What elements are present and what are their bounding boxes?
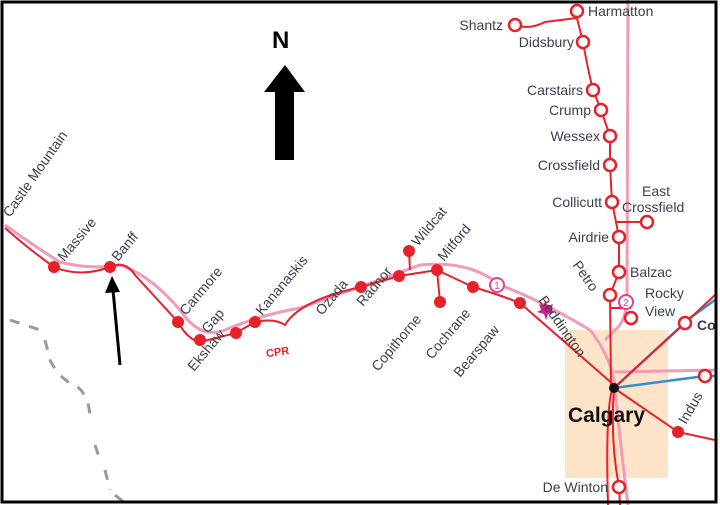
maple-leaf-icon	[537, 300, 555, 320]
station-filled	[434, 296, 446, 308]
station-open	[602, 287, 618, 303]
station-label: Harmatton	[588, 3, 653, 19]
station-label: Castle Mountain	[0, 128, 70, 220]
station-open	[575, 34, 591, 50]
station-label: Massive	[54, 214, 99, 264]
station-filled	[672, 426, 684, 438]
open-stations	[507, 3, 713, 495]
station-label: Carstairs	[527, 82, 583, 98]
station-label: Ozada	[312, 276, 351, 318]
station-open	[611, 229, 627, 245]
north-label: N	[272, 27, 289, 54]
station-label: View	[645, 303, 676, 319]
station-label: Didsbury	[519, 34, 574, 50]
station-open	[639, 214, 655, 230]
city-label: Calgary	[568, 404, 645, 427]
highway-west	[4, 223, 617, 386]
station-filled	[514, 297, 526, 309]
svg-text:1: 1	[494, 281, 500, 292]
svg-text:2: 2	[623, 298, 629, 309]
station-label: Mitford	[434, 221, 474, 264]
station-filled	[393, 270, 405, 282]
station-open	[602, 128, 618, 144]
station-filled	[194, 334, 206, 346]
station-open	[585, 82, 601, 98]
station-filled	[230, 327, 242, 339]
station-label: Petro	[570, 258, 602, 295]
rail-label: CPR	[265, 345, 290, 360]
station-filled	[104, 261, 116, 273]
station-label: Collicutt	[552, 194, 602, 210]
route-marker-2: 2	[618, 294, 634, 310]
station-label: Balzac	[630, 264, 672, 280]
station-label: Wessex	[550, 128, 600, 144]
filled-stations	[48, 245, 684, 438]
station-label: Airdrie	[569, 229, 610, 245]
route-marker-1: 1	[489, 277, 505, 293]
pointer-arrow-icon	[111, 289, 122, 366]
station-label: Shantz	[459, 17, 503, 33]
calgary-hub	[609, 383, 619, 393]
station-open	[602, 157, 618, 173]
station-label: De Winton	[543, 479, 608, 495]
station-filled	[403, 245, 415, 257]
station-label: East	[642, 183, 670, 199]
station-open	[604, 194, 620, 210]
station-open	[611, 264, 627, 280]
station-label: Crossfield	[622, 199, 684, 215]
station-label: Crump	[549, 102, 591, 118]
station-label: Indus	[675, 389, 706, 427]
station-open	[623, 310, 639, 326]
station-label: Rocky	[645, 285, 684, 301]
station-open	[611, 479, 627, 495]
station-filled	[431, 264, 443, 276]
station-filled	[467, 281, 479, 293]
station-label: Crossfield	[538, 157, 600, 173]
station-open	[507, 17, 523, 33]
station-filled	[355, 281, 367, 293]
station-label: Copithorne	[368, 311, 424, 374]
station-filled	[48, 261, 60, 273]
north-arrow-icon	[264, 65, 305, 160]
station-open	[677, 315, 693, 331]
boundary-line	[9, 318, 126, 505]
station-open	[697, 368, 713, 384]
station-filled	[172, 316, 184, 328]
station-open	[593, 102, 609, 118]
rail-spur	[408, 250, 441, 303]
station-filled	[249, 316, 261, 328]
pointer-arrow-head	[105, 276, 120, 293]
station-open	[569, 3, 585, 19]
station-label: Banff	[108, 229, 141, 264]
station-label: Co	[697, 317, 716, 333]
